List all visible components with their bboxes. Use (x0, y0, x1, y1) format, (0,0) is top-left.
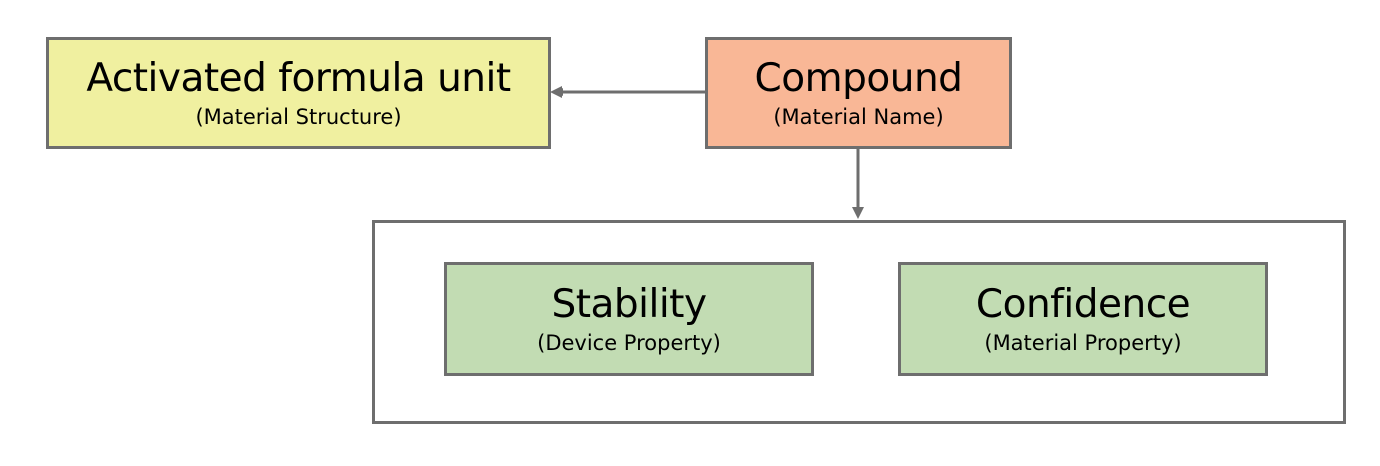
node-title: Compound (754, 56, 963, 101)
node-compound[interactable]: Compound (Material Name) (705, 37, 1012, 149)
node-activated-formula-unit[interactable]: Activated formula unit (Material Structu… (46, 37, 551, 149)
node-subtitle: (Material Name) (773, 105, 944, 129)
arrowhead-down (852, 207, 864, 219)
node-stability[interactable]: Stability (Device Property) (444, 262, 814, 376)
node-subtitle: (Material Structure) (195, 105, 402, 129)
node-confidence[interactable]: Confidence (Material Property) (898, 262, 1268, 376)
node-subtitle: (Material Property) (984, 331, 1182, 355)
node-title: Activated formula unit (86, 56, 511, 101)
arrowhead-left (550, 86, 562, 98)
node-subtitle: (Device Property) (537, 331, 721, 355)
node-title: Confidence (975, 282, 1191, 327)
node-title: Stability (551, 282, 707, 327)
